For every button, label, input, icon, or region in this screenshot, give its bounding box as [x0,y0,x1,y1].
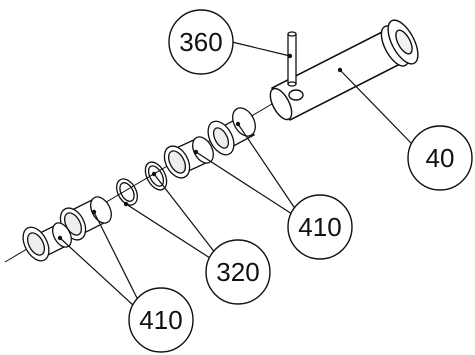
svg-text:40: 40 [426,143,455,173]
callout-360: 360 [168,9,234,75]
callout-410-upper: 410 [287,194,353,260]
ring-lower [116,178,138,206]
leader-320-b [125,203,211,259]
bushing-lower-flanged [22,222,72,262]
svg-text:360: 360 [179,27,222,57]
leader-410-upper-a [237,123,297,211]
leader-lines [59,41,413,307]
leader-410-upper-b [195,151,293,215]
leader-dots [57,53,343,241]
leader-320-a [153,173,217,255]
bushing-upper-sleeve [163,136,214,179]
svg-text:320: 320 [216,257,259,287]
callout-40: 40 [407,125,473,191]
small-pin [287,31,297,87]
bushing-upper-flanged [207,107,256,156]
callout-320: 320 [205,239,271,305]
main-pin [269,19,419,121]
svg-text:410: 410 [139,305,182,335]
svg-text:410: 410 [298,212,341,242]
leader-40 [339,69,413,145]
ring-upper [144,161,168,191]
leader-410-lower-a [93,211,141,305]
leader-360 [231,41,291,57]
callout-410-lower: 410 [128,287,194,353]
leader-410-lower-b [59,237,135,307]
